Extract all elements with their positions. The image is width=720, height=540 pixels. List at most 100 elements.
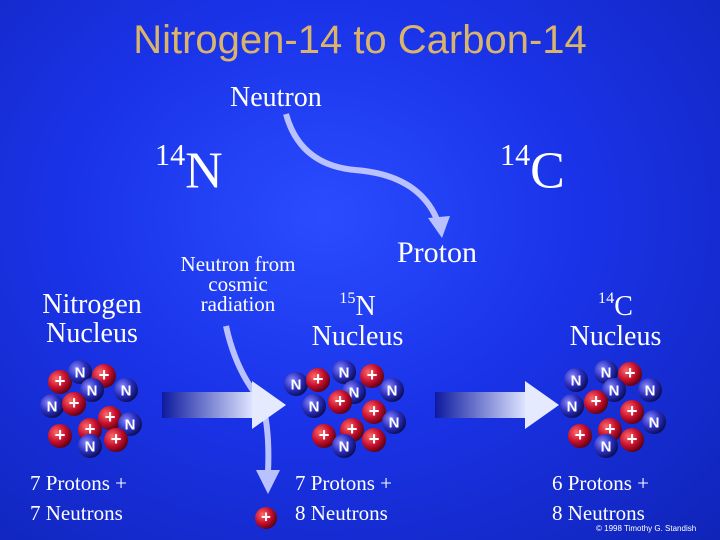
nitrogen-caption: 7 Protons + 7 Neutrons <box>30 468 127 529</box>
neutron-sphere: N <box>642 410 666 434</box>
neutron-symbol: N <box>85 438 96 455</box>
proton-sphere: + <box>312 424 336 448</box>
neutron-symbol: N <box>339 364 350 381</box>
proton-symbol: + <box>591 390 602 411</box>
n15-mass: 15 <box>339 289 356 307</box>
proton-sphere: + <box>62 392 86 416</box>
neutron-symbol: N <box>291 376 302 393</box>
slide-title: Nitrogen-14 to Carbon-14 <box>133 18 587 62</box>
cosmic-line1: Neutron from <box>180 252 296 276</box>
neutron-symbol: N <box>571 372 582 389</box>
n14-letter: N <box>185 142 223 200</box>
c14-mass: 14 <box>500 138 531 172</box>
neutron-symbol: N <box>349 384 360 401</box>
copyright-credit: © 1998 Timothy G. Standish <box>596 524 697 533</box>
neutron-sphere: N <box>564 368 588 392</box>
proton-sphere: + <box>620 428 644 452</box>
n15-caption: 7 Protons + 8 Neutrons <box>295 468 392 529</box>
proton-sphere: + <box>584 390 608 414</box>
c14-symbol: 14C <box>500 140 565 198</box>
neutron-sphere: N <box>594 434 618 458</box>
n15-title: 15N <box>290 289 425 323</box>
proton-symbol: + <box>105 406 116 427</box>
proton-symbol: + <box>55 424 66 445</box>
c14-nucleus-label: 14C Nucleus <box>548 289 683 352</box>
proton-symbol: + <box>99 364 110 385</box>
proton-sphere: + <box>104 428 128 452</box>
neutron-sphere: N <box>284 372 308 396</box>
neutron-symbol: N <box>309 398 320 415</box>
neutron-symbol: N <box>601 364 612 381</box>
neutron-symbol: N <box>47 398 58 415</box>
proton-symbol: + <box>55 370 66 391</box>
proton-symbol: + <box>69 392 80 413</box>
proton-sphere: + <box>48 424 72 448</box>
proton-symbol: + <box>85 418 96 439</box>
n15-caption-line2: 8 Neutrons <box>295 501 388 526</box>
c14-caption-line1: 6 Protons + <box>552 471 650 495</box>
neutron-sphere: N <box>382 410 406 434</box>
proton-sphere: + <box>568 424 592 448</box>
proton-symbol: + <box>627 400 638 421</box>
nitrogen-label-line2: Nucleus <box>46 318 138 350</box>
proton-sphere: + <box>98 406 122 430</box>
proton-sphere: + <box>362 400 386 424</box>
proton-label: Proton <box>397 236 478 269</box>
neutron-sphere: N <box>332 434 356 458</box>
proton-symbol: + <box>313 368 324 389</box>
c14n-mass: 14 <box>598 289 615 307</box>
proton-sphere: + <box>618 362 642 386</box>
reaction-arrow-right <box>435 381 559 429</box>
proton-symbol: + <box>261 508 271 527</box>
neutron-symbol: N <box>389 414 400 431</box>
neutron-symbol: N <box>121 382 132 399</box>
c14-line2: Nucleus <box>569 320 662 352</box>
neutron-sphere: N <box>78 434 102 458</box>
proton-sphere: + <box>620 400 644 424</box>
proton-symbol: + <box>347 418 358 439</box>
nitrogen-caption-line2: 7 Neutrons <box>30 501 123 526</box>
n15-letter: N <box>355 291 376 323</box>
c14-caption-line2: 8 Neutrons <box>552 501 645 526</box>
neutron-sphere: N <box>68 360 92 384</box>
neutron-symbol: N <box>649 414 660 431</box>
proton-symbol: + <box>111 428 122 449</box>
emitted-proton: + <box>255 507 277 529</box>
reaction-arrow-left <box>162 381 286 429</box>
proton-sphere: + <box>306 368 330 392</box>
neutron-symbol: N <box>339 438 350 455</box>
n15-caption-line1: 7 Protons + <box>295 471 393 495</box>
neutron-symbol: N <box>87 382 98 399</box>
neutron-symbol: N <box>567 398 578 415</box>
proton-symbol: + <box>627 428 638 449</box>
neutron-sphere: N <box>594 360 618 384</box>
neutron-sphere: N <box>114 378 138 402</box>
neutron-symbol: N <box>387 382 398 399</box>
c14-title: 14C <box>548 289 683 323</box>
cosmic-line2: cosmic <box>208 271 268 296</box>
neutron-symbol: N <box>125 416 136 433</box>
nitrogen-caption-line1: 7 Protons + <box>30 471 128 495</box>
cosmic-line3: radiation <box>200 291 276 316</box>
neutron-sphere: N <box>118 412 142 436</box>
neutron-sphere: N <box>302 394 326 418</box>
c14n-letter: C <box>614 291 633 323</box>
proton-sphere: + <box>362 428 386 452</box>
n15-line2: Nucleus <box>311 320 404 352</box>
proton-symbol: + <box>625 362 636 383</box>
proton-sphere: + <box>328 390 352 414</box>
neutron-sphere: N <box>638 378 662 402</box>
proton-symbol: + <box>367 364 378 385</box>
cosmic-arrow-head <box>256 470 280 494</box>
nitrogen-nucleus-label: Nitrogen Nucleus <box>22 290 162 349</box>
proton-symbol: + <box>319 424 330 445</box>
neutron-label: Neutron <box>230 82 322 113</box>
neutron-sphere: N <box>40 394 64 418</box>
proton-symbol: + <box>369 428 380 449</box>
neutron-sphere: N <box>560 394 584 418</box>
n15-nucleus-label: 15N Nucleus <box>290 289 425 352</box>
